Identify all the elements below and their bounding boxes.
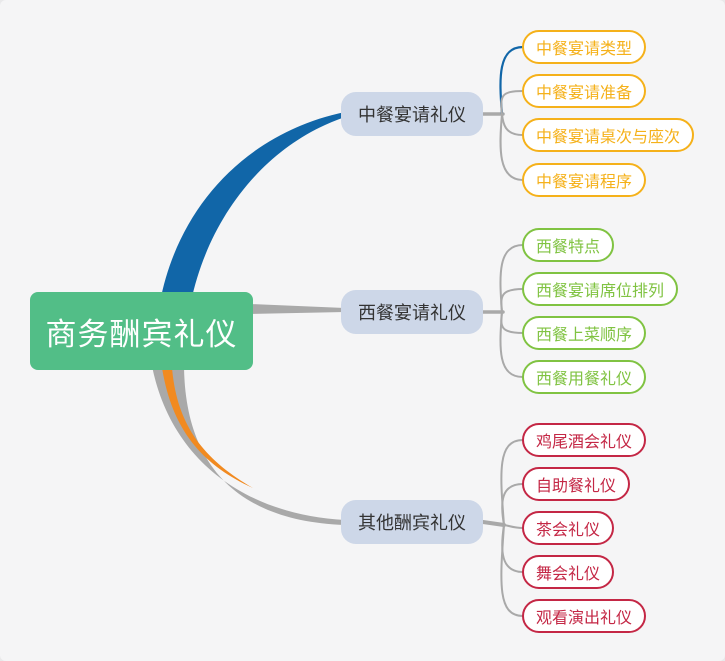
leaf-node[interactable]: 西餐用餐礼仪 [522,360,647,394]
leaf-connector [500,524,524,617]
branch-node-chinese-banquet[interactable]: 中餐宴请礼仪 [341,92,483,136]
branch-curve-chinese [160,112,345,302]
branch-curve-western [250,304,345,314]
leaf-connector [500,439,524,526]
orange-accent-stripe [162,368,253,488]
leaf-node[interactable]: 西餐宴请席位排列 [522,272,679,306]
leaf-node[interactable]: 中餐宴请桌次与座次 [522,118,695,152]
branch-curve-other [152,366,345,525]
leaf-node[interactable]: 茶会礼仪 [522,511,615,545]
leaf-connector [501,113,524,136]
branch-node-western-banquet[interactable]: 西餐宴请礼仪 [341,290,483,334]
leaf-connector [499,45,525,116]
leaf-node[interactable]: 观看演出礼仪 [522,599,647,633]
root-node[interactable]: 商务酬宾礼仪 [30,292,253,370]
leaf-connector [500,90,524,115]
branch-node-other-banquet[interactable]: 其他酬宾礼仪 [341,500,483,544]
junction-stem [481,520,506,527]
leaf-node[interactable]: 鸡尾酒会礼仪 [522,423,647,457]
leaf-node[interactable]: 西餐上菜顺序 [522,316,647,350]
leaf-connector [501,483,524,526]
leaf-connector [503,524,524,529]
leaf-node[interactable]: 西餐特点 [522,228,615,262]
leaf-connector [499,113,524,181]
leaf-connector [500,311,524,334]
leaf-connector [499,311,524,378]
leaf-connector [500,288,524,313]
leaf-node[interactable]: 自助餐礼仪 [522,467,631,501]
leaf-node[interactable]: 中餐宴请类型 [522,30,647,64]
leaf-connector [499,244,524,313]
leaf-node[interactable]: 中餐宴请准备 [522,74,647,108]
leaf-node[interactable]: 舞会礼仪 [522,555,615,589]
leaf-connector [501,524,524,573]
leaf-node[interactable]: 中餐宴请程序 [522,163,647,197]
